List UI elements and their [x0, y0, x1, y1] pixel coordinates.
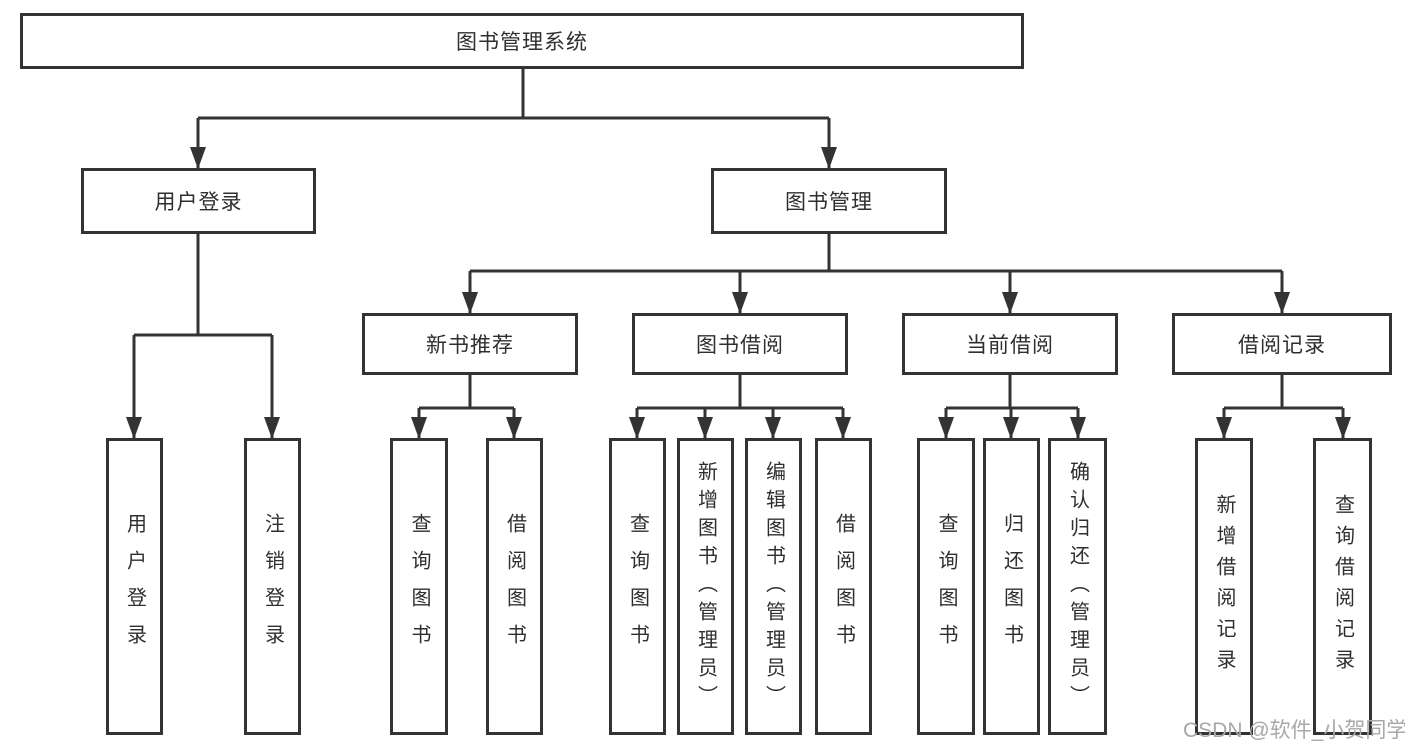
node-label: 用户登录 — [154, 191, 243, 214]
node-leaf-logout: 注销登录 — [244, 438, 301, 735]
node-borrow-record: 借阅记录 — [1172, 313, 1392, 375]
node-label: 图书借阅 — [696, 334, 784, 357]
node-leaf-borrow-books-1: 借阅图书 — [486, 438, 543, 735]
node-label: 当前借阅 — [966, 334, 1054, 357]
node-root-library-system: 图书管理系统 — [20, 13, 1024, 69]
node-book-borrow: 图书借阅 — [632, 313, 848, 375]
node-label: 图书管理 — [785, 191, 873, 214]
node-book-management: 图书管理 — [711, 168, 947, 234]
node-leaf-borrow-books-2: 借阅图书 — [815, 438, 872, 735]
node-leaf-query-books-1: 查询图书 — [390, 438, 448, 735]
node-label: 新书推荐 — [426, 334, 514, 357]
csdn-watermark: CSDN @软件_小贺同学 — [1183, 719, 1405, 742]
node-leaf-add-borrow-record: 新增借阅记录 — [1195, 438, 1253, 735]
node-user-login: 用户登录 — [81, 168, 316, 234]
node-label: 用户登录 — [123, 512, 146, 661]
node-label: 确认归还（管理员） — [1066, 460, 1089, 713]
node-leaf-query-borrow-record: 查询借阅记录 — [1313, 438, 1372, 735]
node-label: 编辑图书（管理员） — [762, 460, 785, 713]
node-label: 查询图书 — [408, 512, 430, 661]
node-leaf-query-books-2: 查询图书 — [609, 438, 666, 735]
node-current-borrow: 当前借阅 — [902, 313, 1118, 375]
node-label: 查询图书 — [935, 512, 957, 661]
node-label: 注销登录 — [261, 512, 284, 661]
node-leaf-return-books: 归还图书 — [983, 438, 1040, 735]
node-leaf-user-login: 用户登录 — [106, 438, 163, 735]
node-label: 图书管理系统 — [456, 31, 588, 54]
node-label: 查询图书 — [626, 512, 649, 661]
node-new-book-recommend: 新书推荐 — [362, 313, 578, 375]
node-label: 借阅记录 — [1238, 334, 1326, 357]
node-leaf-edit-books-admin: 编辑图书（管理员） — [745, 438, 802, 735]
node-leaf-query-books-3: 查询图书 — [917, 438, 975, 735]
node-label: 新增借阅记录 — [1213, 493, 1235, 680]
node-label: 借阅图书 — [832, 512, 855, 661]
node-label: 查询借阅记录 — [1331, 493, 1354, 680]
node-label: 归还图书 — [1000, 512, 1023, 661]
node-label: 新增图书（管理员） — [694, 460, 717, 713]
node-label: 借阅图书 — [503, 512, 526, 661]
node-leaf-add-books-admin: 新增图书（管理员） — [677, 438, 734, 735]
node-leaf-confirm-return-admin: 确认归还（管理员） — [1048, 438, 1107, 735]
